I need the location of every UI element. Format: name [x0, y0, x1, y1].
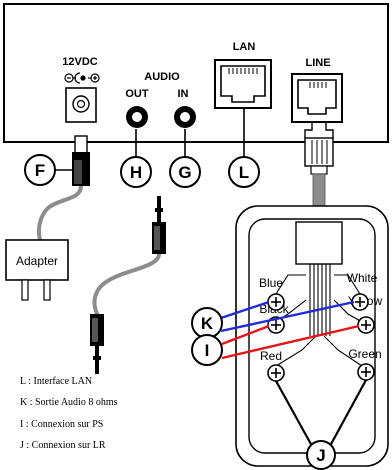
audio-in-jack — [174, 106, 196, 128]
callout-f: F — [24, 154, 72, 186]
callout-i: I — [191, 334, 223, 366]
terminal-red-icon — [267, 364, 285, 382]
lan-port — [214, 59, 272, 109]
power-plug — [72, 135, 90, 186]
i-wires — [221, 324, 360, 360]
j-wires — [275, 379, 367, 447]
out-label: OUT — [125, 88, 149, 100]
line-label: LINE — [305, 57, 330, 69]
svg-text:K: K — [201, 314, 214, 333]
callout-l: L — [228, 156, 260, 188]
legend-line-k: K : Sortie Audio 8 ohms — [20, 397, 118, 408]
terminal-label-red: Red — [260, 349, 282, 363]
internal-wires — [275, 264, 363, 367]
audio-label: AUDIO — [144, 71, 180, 83]
terminal-label-white: White — [347, 271, 378, 285]
callout-g: G — [169, 156, 201, 188]
rj11-plug — [304, 121, 334, 175]
callout-h: H — [120, 156, 152, 188]
callout-k: K — [191, 307, 223, 339]
terminal-label-blue: Blue — [259, 276, 283, 290]
svg-text:F: F — [35, 161, 45, 180]
power-label: 12VDC — [62, 56, 98, 68]
terminal-label-green: Green — [348, 347, 381, 361]
terminal-yellow-icon — [357, 316, 375, 334]
cable-entry — [295, 221, 343, 265]
svg-text:G: G — [178, 163, 191, 182]
power-jack — [65, 87, 97, 123]
polarity-icon — [64, 72, 100, 84]
terminal-white-icon — [351, 293, 369, 311]
legend-line-j: J : Connexion sur LR — [20, 440, 106, 451]
lan-label: LAN — [233, 41, 256, 53]
adapter-label: Adapter — [16, 254, 58, 268]
legend-line-l: L : Interface LAN — [20, 376, 92, 387]
in-label: IN — [178, 88, 189, 100]
adapter — [5, 239, 69, 301]
audio-out-jack — [126, 106, 148, 128]
terminal-blue-icon — [267, 293, 285, 311]
callout-j: J — [306, 440, 336, 470]
terminal-green-icon — [357, 363, 375, 381]
svg-text:L: L — [239, 163, 249, 182]
svg-text:J: J — [316, 446, 325, 465]
power-cable — [37, 185, 83, 241]
k-wires — [220, 300, 355, 333]
line-port — [291, 73, 343, 123]
legend-line-i: I : Connexion sur PS — [20, 419, 103, 430]
audio-cable — [90, 196, 166, 374]
svg-text:H: H — [130, 163, 142, 182]
svg-text:I: I — [205, 341, 210, 360]
